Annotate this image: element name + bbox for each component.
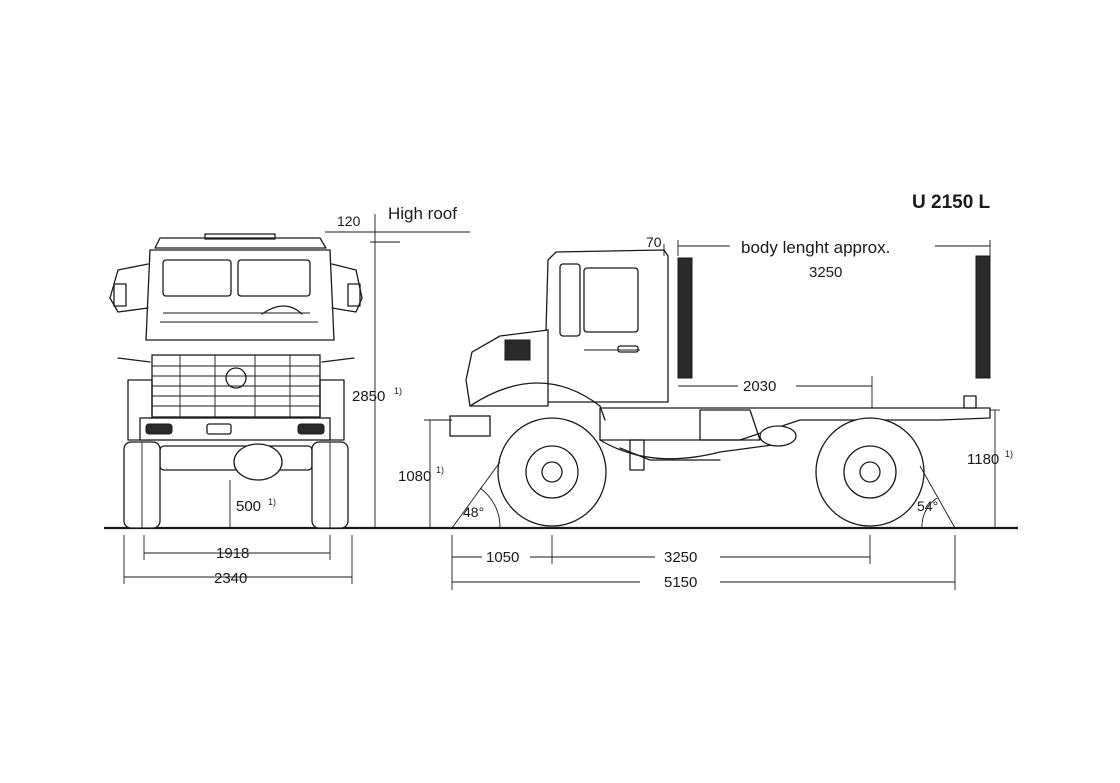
- body-front-wall: [677, 257, 693, 379]
- ground-clearance-note: 1): [268, 497, 276, 507]
- wheelbase-label: 3250: [664, 549, 697, 566]
- front-overhang-label: 1050: [486, 549, 519, 566]
- model-label: U 2150 L: [912, 192, 991, 213]
- front-view-dimensions: [123, 214, 470, 584]
- cab-gap-label: 70: [646, 234, 662, 250]
- differential: [233, 443, 283, 481]
- side-front-wheel: [497, 417, 607, 527]
- body-length-label: body lenght approx.: [741, 238, 890, 257]
- approach-angle-label: 48°: [463, 504, 484, 520]
- ground-clearance-label: 500: [236, 498, 261, 515]
- approach-angle-line: [451, 461, 501, 529]
- roof-extra-label: 120: [337, 213, 361, 229]
- star-emblem: [225, 367, 247, 389]
- rear-frame-height-note: 1): [1005, 449, 1013, 459]
- side-view-dimensions: [424, 240, 1000, 590]
- body-rear-wall: [975, 255, 991, 379]
- side-view: [449, 249, 991, 527]
- track-label: 1918: [216, 545, 249, 562]
- steering-wheel: [261, 305, 303, 315]
- departure-angle-arc: [921, 497, 938, 529]
- front-windshield-right: [237, 259, 311, 297]
- front-roof: [154, 237, 327, 249]
- side-rear-wheel: [815, 417, 925, 527]
- front-windshield-left: [162, 259, 232, 297]
- height-note: 1): [394, 386, 402, 396]
- front-frame-height-note: 1): [436, 465, 444, 475]
- side-cab: [543, 249, 669, 403]
- front-frame-height-label: 1080: [398, 468, 431, 485]
- chassis-length-label: 2030: [743, 378, 776, 395]
- front-fender: [469, 382, 606, 421]
- side-window: [583, 267, 639, 333]
- overall-width-label: 2340: [214, 570, 247, 587]
- headlight-right: [297, 423, 325, 435]
- departure-angle-label: 54°: [917, 498, 938, 514]
- high-roof-label: High roof: [388, 204, 457, 223]
- side-bumper: [449, 415, 491, 437]
- height-label: 2850: [352, 388, 385, 405]
- front-cab: [145, 249, 335, 341]
- side-vent: [504, 339, 531, 361]
- approach-angle-arc: [479, 487, 501, 529]
- body-length-value: 3250: [809, 264, 842, 281]
- front-mirror-right: [331, 263, 363, 313]
- overall-length-label: 5150: [664, 574, 697, 591]
- front-bumper: [139, 417, 331, 441]
- front-mirror-left: [109, 263, 149, 313]
- front-view: [109, 233, 363, 529]
- rear-frame-height-label: 1180: [967, 451, 999, 468]
- headlight-left: [145, 423, 173, 435]
- departure-angle-line: [919, 465, 956, 529]
